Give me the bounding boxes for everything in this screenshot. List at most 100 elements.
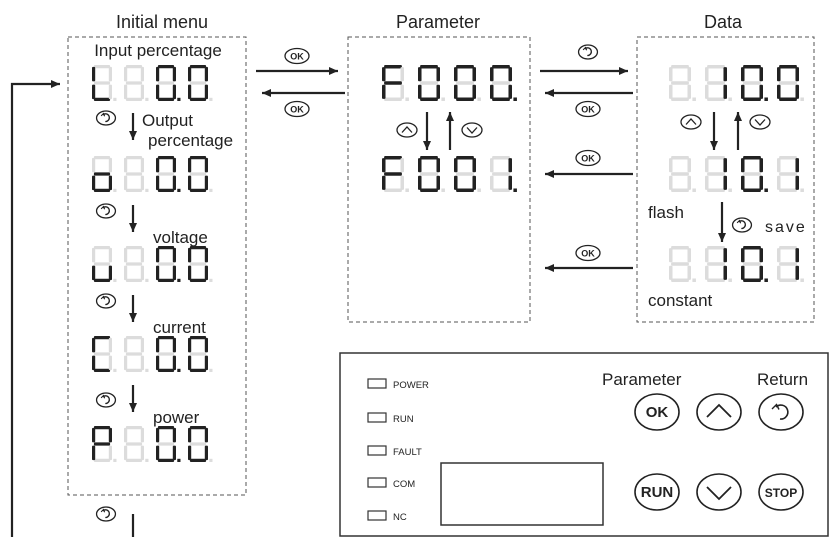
display-segment	[108, 175, 112, 191]
display-segment	[140, 337, 144, 353]
display-segment	[420, 65, 438, 69]
display-segment	[705, 248, 709, 263]
display-dot	[728, 97, 732, 101]
display-segment	[157, 97, 175, 101]
display-segment	[671, 278, 689, 282]
display-dot	[692, 278, 696, 282]
led-com: COM	[367, 477, 415, 490]
display-segment	[189, 246, 207, 250]
display-segment	[418, 84, 422, 99]
display-dot	[145, 188, 149, 192]
display-dot	[405, 188, 409, 192]
display-segment	[456, 97, 474, 101]
display-segment	[92, 247, 96, 263]
panel-return-label: Return	[757, 370, 808, 389]
display-segment	[454, 67, 458, 82]
display-segment	[472, 158, 476, 173]
display-dot	[177, 368, 181, 372]
display-segment	[189, 352, 207, 356]
display-segment	[492, 172, 510, 176]
display-segment	[189, 278, 207, 282]
stop-button[interactable]: STOP	[758, 473, 804, 511]
display-dot	[113, 278, 117, 282]
display-segment	[759, 158, 763, 173]
display-segment	[669, 84, 673, 99]
display-segment	[382, 67, 386, 82]
return-icon	[95, 506, 117, 522]
display-segment	[124, 427, 128, 443]
display-segment	[454, 84, 458, 99]
display-segment	[157, 81, 175, 85]
up-arrow-icon	[706, 403, 732, 418]
display-segment	[759, 84, 763, 99]
display-segment	[188, 355, 192, 371]
display-segment	[172, 247, 176, 263]
display-segment	[687, 84, 691, 99]
input-percentage-label: Input percentage	[94, 41, 222, 60]
display-segment	[93, 336, 111, 340]
up-button[interactable]	[696, 393, 742, 431]
save-label: save	[765, 219, 807, 236]
display-segment	[156, 247, 160, 263]
display-segment	[707, 156, 725, 160]
transition-arrows	[256, 67, 742, 272]
display-segment	[108, 355, 112, 371]
display-segment	[140, 175, 144, 191]
display-segment	[669, 158, 673, 173]
display-segment	[795, 158, 799, 173]
display-segment	[108, 265, 112, 281]
display-dot	[145, 458, 149, 462]
display-segment	[124, 265, 128, 281]
display-segment	[125, 368, 143, 372]
display-segment	[741, 265, 745, 280]
initial-menu-box	[67, 36, 247, 496]
display-segment	[723, 67, 727, 82]
display-segment	[125, 188, 143, 192]
display-segment	[172, 175, 176, 191]
display-segment	[420, 81, 438, 85]
led-label: FAULT	[393, 447, 422, 458]
led-indicator	[367, 412, 387, 423]
ok-key-label: OK	[290, 105, 304, 115]
display-segment	[779, 246, 797, 250]
return-icon	[577, 44, 599, 60]
led-indicator	[367, 510, 387, 521]
run-button-label: RUN	[641, 484, 674, 501]
display-segment	[384, 156, 402, 160]
display-segment	[157, 336, 175, 340]
display-dot	[113, 458, 117, 462]
display-segment	[705, 158, 709, 173]
display-segment	[400, 175, 404, 190]
display-dot	[477, 97, 481, 101]
display-segment	[687, 175, 691, 190]
display-dot	[405, 97, 409, 101]
display-segment	[492, 81, 510, 85]
display-segment	[92, 427, 96, 443]
display-segment	[741, 67, 745, 82]
display-segment	[108, 427, 112, 443]
parameter-box	[347, 36, 531, 323]
display-segment	[669, 265, 673, 280]
down-button[interactable]	[696, 473, 742, 511]
display-segment	[108, 247, 112, 263]
menu-display-5	[92, 426, 213, 462]
display-dot	[177, 278, 181, 282]
led-label: RUN	[393, 414, 414, 425]
return-button[interactable]	[758, 393, 804, 431]
display-segment	[204, 157, 208, 173]
display-segment	[492, 97, 510, 101]
display-dot	[113, 97, 117, 101]
display-segment	[400, 67, 404, 82]
display-segment	[508, 158, 512, 173]
display-segment	[157, 426, 175, 430]
display-segment	[125, 458, 143, 462]
display-segment	[188, 84, 192, 100]
display-segment	[189, 336, 207, 340]
up-arrow-icon	[680, 114, 702, 130]
display-segment	[140, 445, 144, 461]
display-segment	[705, 265, 709, 280]
display-dot	[692, 188, 696, 192]
run-button[interactable]: RUN	[634, 473, 680, 511]
ok-button[interactable]: OK	[634, 393, 680, 431]
menu-display-4	[92, 336, 213, 372]
